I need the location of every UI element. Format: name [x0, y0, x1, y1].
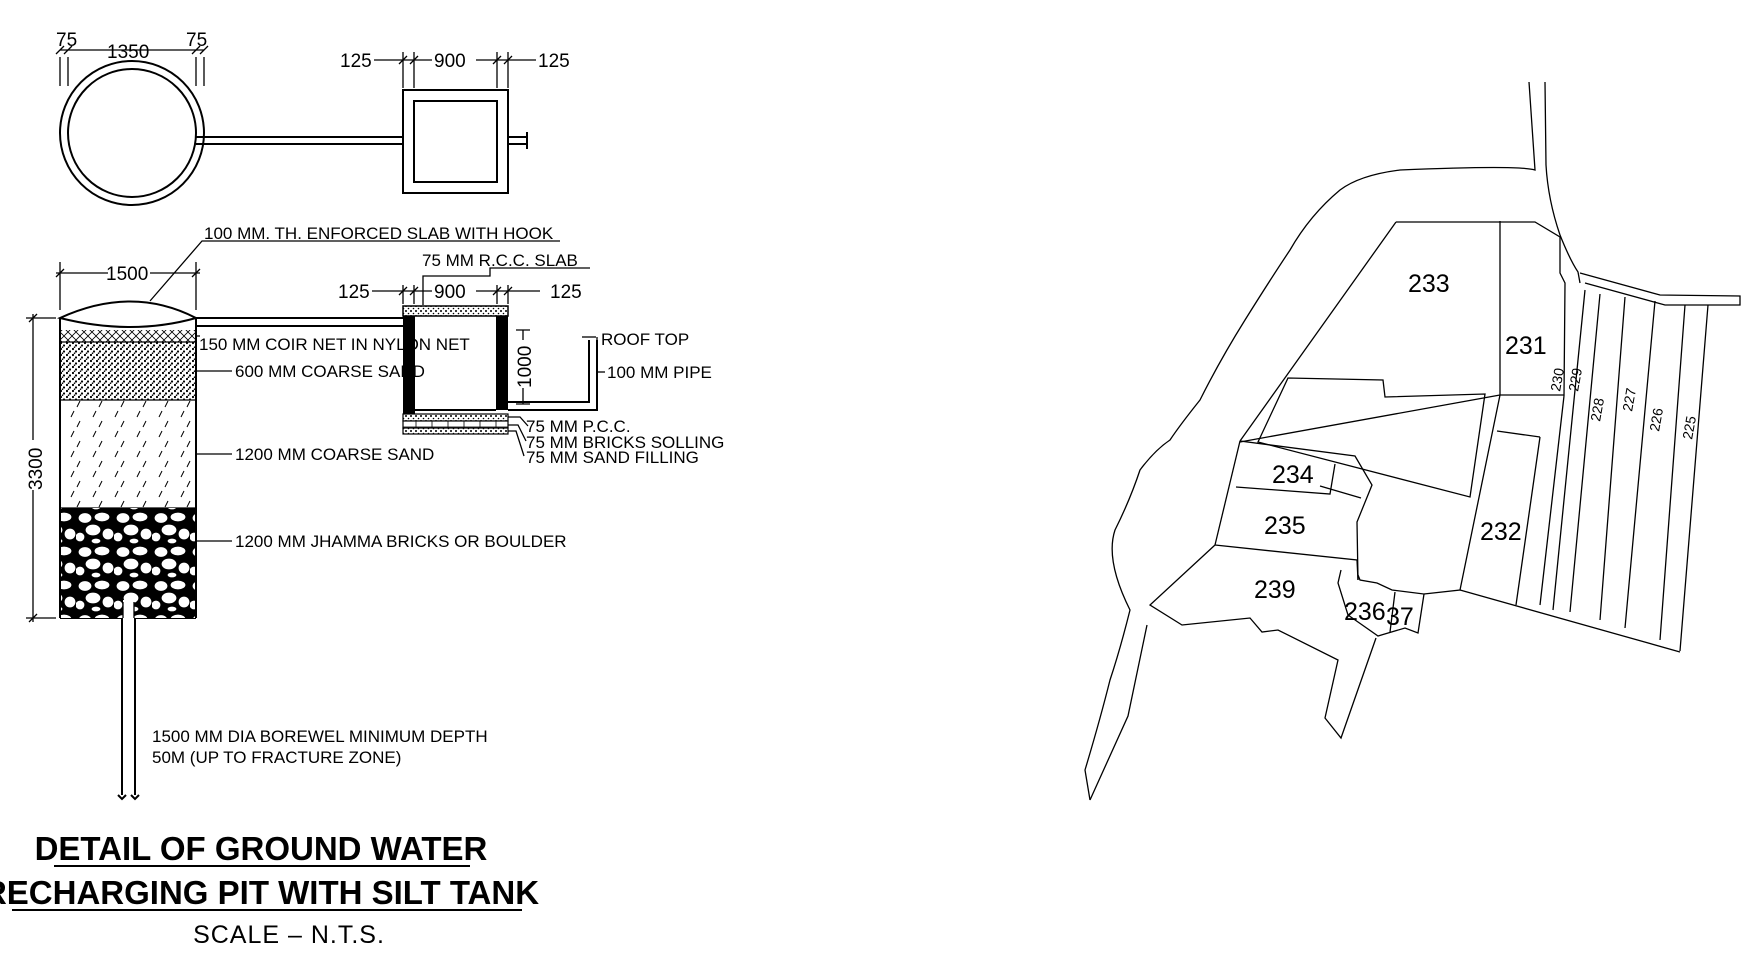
- coarse-sand-600-layer: [61, 342, 195, 400]
- plan-view: 75 1350 75 125 900 125: [55, 30, 572, 206]
- plot-234-label: 234: [1272, 461, 1314, 489]
- scale-note: SCALE – N.T.S.: [193, 921, 385, 949]
- pcc-leader: [508, 416, 529, 427]
- plan-pit-diameter: 1350: [107, 42, 149, 63]
- section-view: 1500 3300: [22, 224, 724, 801]
- section-depth-dimension: 3300: [22, 313, 56, 623]
- plot-237-label: 37: [1386, 603, 1414, 631]
- plot-232-label: 232: [1480, 518, 1522, 546]
- road-edge-left: [1089, 624, 1148, 801]
- label-brick-soling: 75 MM BRICKS SOLLING: [526, 433, 724, 452]
- site-plan: 233 231 230 229 228 227 226 225 234 235 …: [1084, 81, 1741, 801]
- label-borewell-line1: 1500 MM DIA BOREWEL MINIMUM DEPTH: [152, 727, 488, 746]
- section-tank-right-wall: 125: [550, 282, 582, 303]
- borewell-pipe: [117, 618, 140, 801]
- section-connecting-pipe: [196, 317, 403, 327]
- plot-227-label: 227: [1619, 387, 1639, 413]
- plot-225-label: 225: [1679, 415, 1699, 441]
- silt-tank-section: [402, 305, 598, 435]
- strip-plot-lines: [1515, 289, 1709, 652]
- plot-233-boundary: [1396, 221, 1566, 397]
- title-block: DETAIL OF GROUND WATER RECHARGING PIT WI…: [0, 830, 539, 949]
- plan-tank-dimension: 125 900 125: [338, 48, 572, 88]
- plan-tank-inner: [413, 100, 498, 183]
- plot-230-label: 230: [1547, 367, 1567, 393]
- section-tank-height: 1000: [515, 346, 536, 388]
- boulder-layer: [61, 508, 195, 618]
- plot-239-label: 239: [1254, 576, 1296, 604]
- title-line2: RECHARGING PIT WITH SILT TANK: [0, 874, 539, 911]
- sand-filling-leader: [508, 430, 525, 457]
- section-tank-dimension: 125 900 125: [336, 280, 584, 304]
- label-pipe: 100 MM PIPE: [607, 363, 712, 382]
- label-coarse-sand-1200: 1200 MM COARSE SAND: [235, 445, 434, 464]
- plan-tank-outer: [402, 89, 509, 194]
- pit-outer-circle: [59, 60, 205, 206]
- brick-leader: [508, 424, 527, 442]
- rcc-slab-leader: [422, 267, 590, 305]
- section-tank-height-dimension: 1000: [513, 329, 536, 405]
- section-width-dimension: 1500: [55, 262, 201, 310]
- pit-inner-circle: [67, 68, 197, 198]
- plan-connecting-pipe: [196, 136, 403, 145]
- plot-233-label: 233: [1408, 270, 1450, 298]
- plan-pit-left-wall: 75: [56, 30, 77, 51]
- road-boundary-outer: [1084, 81, 1536, 801]
- section-pit-width: 1500: [106, 264, 148, 285]
- slab-leader: [149, 240, 560, 302]
- label-borewell-line2: 50M (UP TO FRACTURE ZONE): [152, 748, 401, 767]
- plot-236-label: 236: [1344, 598, 1386, 626]
- plot-231-label: 231: [1505, 332, 1547, 360]
- plan-tank-inner: 900: [434, 51, 466, 72]
- road-boundary-inner: [1544, 81, 1581, 284]
- section-tank-left-wall: 125: [338, 282, 370, 303]
- label-roof-top: ROOF TOP: [601, 330, 689, 349]
- plot-235-label: 235: [1264, 512, 1306, 540]
- label-coir-net: 150 MM COIR NET IN NYLON NET: [199, 335, 470, 354]
- plot-229-label: 229: [1565, 367, 1585, 393]
- label-rcc-slab: 75 MM R.C.C. SLAB: [422, 251, 578, 270]
- plan-outlet-pipe: [508, 132, 528, 149]
- plan-pit-dimension: 75 1350 75: [55, 30, 209, 86]
- plan-pit-right-wall: 75: [186, 30, 207, 51]
- label-coarse-sand-600: 600 MM COARSE SAND: [235, 362, 425, 381]
- coir-net-layer: [61, 330, 195, 342]
- road-top-right: [1579, 272, 1741, 306]
- enforced-slab: [56, 300, 199, 328]
- plot-228-label: 228: [1587, 397, 1607, 423]
- coarse-sand-1200-layer: [61, 400, 195, 508]
- label-pcc: 75 MM P.C.C.: [526, 417, 631, 436]
- label-enforced-slab: 100 MM. TH. ENFORCED SLAB WITH HOOK: [204, 224, 554, 243]
- plan-tank-right-wall: 125: [538, 51, 570, 72]
- section-tank-inner: 900: [434, 282, 466, 303]
- title-line1: DETAIL OF GROUND WATER: [35, 830, 488, 867]
- building-footprint: [1257, 377, 1486, 498]
- section-pit-depth: 3300: [26, 448, 47, 490]
- plot-226-label: 226: [1646, 407, 1666, 433]
- plan-tank-left-wall: 125: [340, 51, 372, 72]
- label-bricks-boulder: 1200 MM JHAMMA BRICKS OR BOULDER: [235, 532, 567, 551]
- label-sand-filling: 75 MM SAND FILLING: [526, 448, 699, 467]
